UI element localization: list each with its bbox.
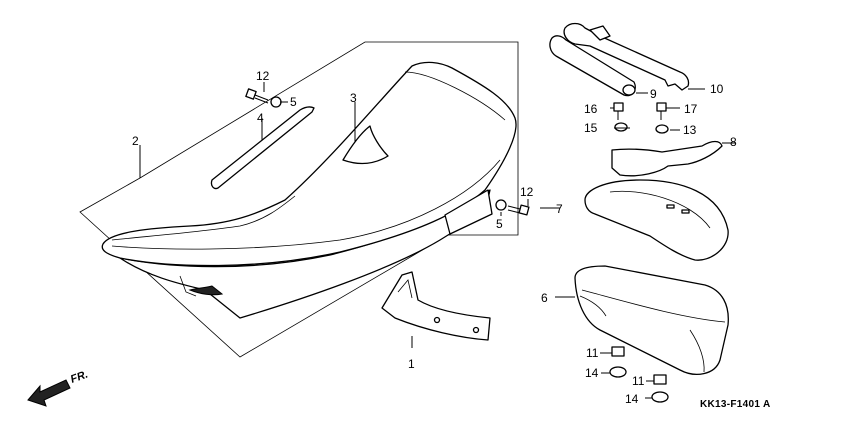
seat-bolt-upper [245, 88, 269, 104]
callout-10: 10 [710, 82, 724, 96]
callout-14-left: 14 [585, 366, 599, 380]
washer-14-right [651, 391, 669, 403]
tool-wrench [563, 22, 690, 91]
leader-lines [139, 82, 735, 399]
callout-11-right: 11 [632, 374, 645, 388]
callout-15: 15 [584, 121, 598, 135]
callout-3: 3 [350, 91, 357, 105]
callout-17: 17 [684, 102, 698, 116]
nut-11-left [611, 346, 625, 357]
seat-assembly [101, 61, 517, 319]
bolt-16 [613, 102, 624, 120]
seat-band [342, 125, 389, 165]
assembly-outline [79, 41, 519, 358]
seat-strap [210, 106, 315, 190]
callout-2: 2 [132, 134, 139, 148]
diagram-code: KK13-F1401 A [700, 399, 770, 410]
front-direction-arrow: FR. [27, 368, 90, 407]
nut-11-right [653, 374, 667, 385]
callout-4: 4 [257, 111, 264, 125]
callout-labels: 1 2 3 4 5 5 6 7 8 9 10 11 11 12 12 13 14… [132, 69, 737, 406]
washer-13 [655, 124, 669, 134]
callout-5-upper: 5 [290, 95, 297, 109]
callout-12-upper: 12 [256, 69, 270, 83]
callout-13: 13 [683, 123, 697, 137]
callout-7: 7 [556, 202, 563, 216]
tool-case [574, 265, 729, 375]
bolt-17 [656, 102, 667, 120]
callout-11-left: 11 [586, 346, 599, 360]
callout-12-lower: 12 [520, 185, 534, 199]
callout-14-right: 14 [625, 392, 639, 406]
tool-band [611, 140, 723, 177]
callout-1: 1 [408, 357, 415, 371]
callout-9: 9 [650, 87, 657, 101]
callout-6: 6 [541, 291, 548, 305]
seat-bracket [381, 271, 491, 341]
washer-15 [614, 122, 628, 132]
tool-bag [549, 35, 636, 97]
callout-8: 8 [730, 135, 737, 149]
seat-bolt-lower [507, 204, 530, 216]
front-direction-label: FR. [69, 368, 90, 385]
washer-14-left [609, 366, 627, 378]
callout-5-lower: 5 [496, 217, 503, 231]
seat-collar-lower [495, 199, 507, 211]
callout-16: 16 [584, 102, 598, 116]
tool-tray [584, 179, 729, 261]
seat-collar-upper [270, 96, 282, 108]
